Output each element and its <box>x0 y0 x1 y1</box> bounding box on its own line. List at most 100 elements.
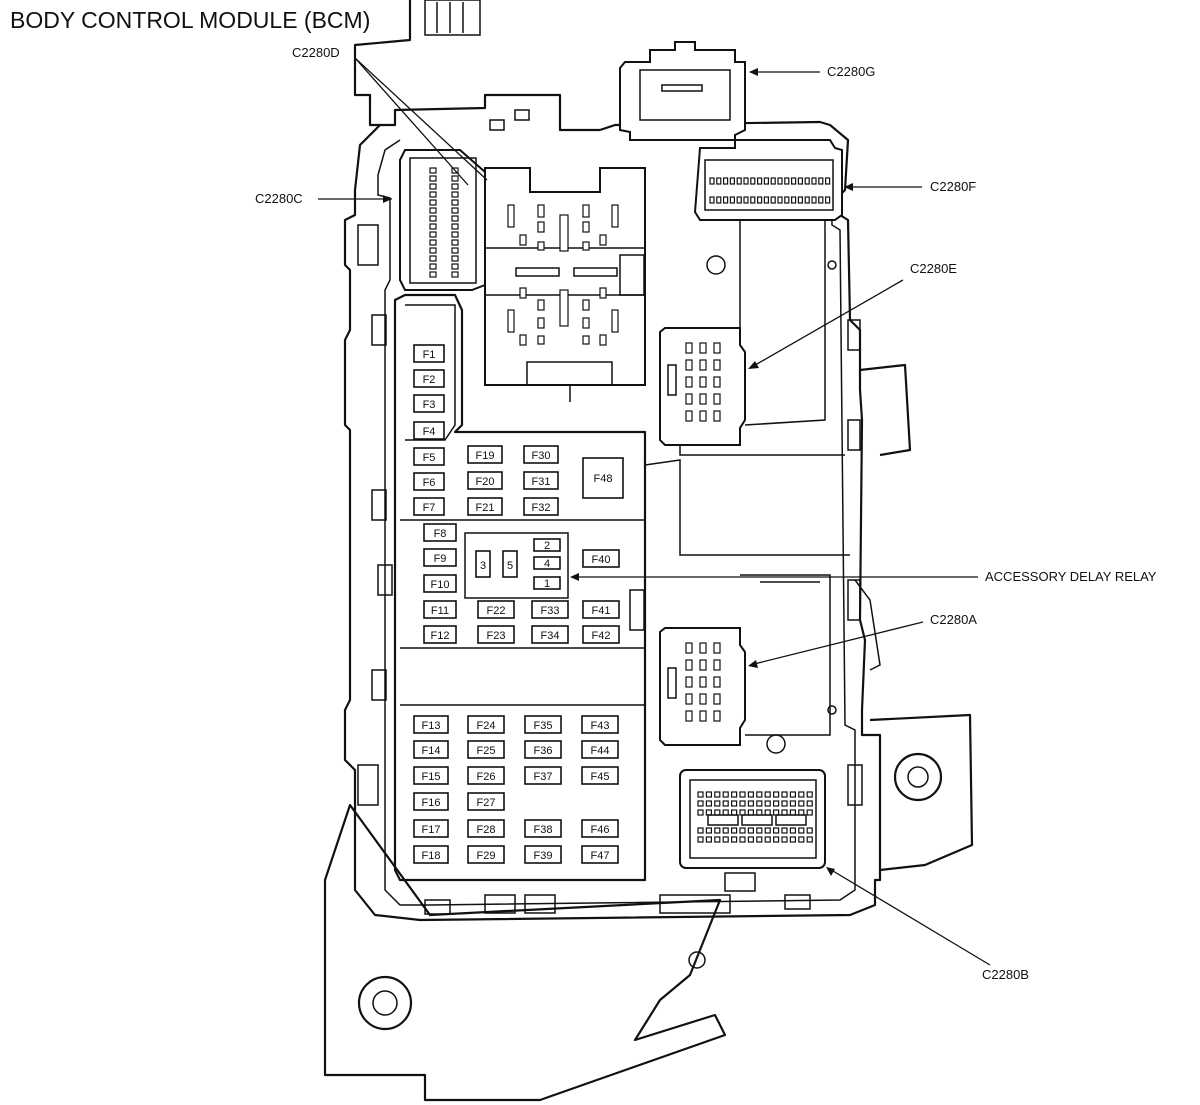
connector-cavity <box>685 659 693 671</box>
connector-cavity <box>730 791 738 798</box>
connector-cavity <box>611 204 619 228</box>
fuse-label: F24 <box>477 720 496 732</box>
connector-cavity <box>699 393 707 405</box>
connector-cavity <box>685 676 693 688</box>
connector-cavity <box>764 836 771 843</box>
connector-cavity <box>763 177 770 185</box>
fuse-label: F43 <box>591 720 610 732</box>
connector-cavity <box>722 827 729 834</box>
connector-cavity <box>730 836 738 843</box>
connector-cavity <box>537 204 545 218</box>
connector-cavity <box>777 177 783 185</box>
connector-cavity <box>709 196 715 204</box>
connector-cavity <box>713 342 721 354</box>
fuse-label: F16 <box>422 797 441 809</box>
connector-cavity <box>739 836 746 843</box>
fuse-label: F6 <box>423 477 436 489</box>
fuse-label: F1 <box>423 349 436 361</box>
connector-cavity <box>797 177 804 185</box>
fuse-label: F48 <box>594 473 613 485</box>
fuse-label: F42 <box>592 630 611 642</box>
fuse-label: F37 <box>534 771 553 783</box>
fuse-label: F44 <box>591 745 610 757</box>
connector-cavity <box>716 196 722 204</box>
label-c2280a: C2280A <box>930 612 977 627</box>
connector-cavity <box>705 836 713 843</box>
fuse-label: F19 <box>476 450 495 462</box>
connector-cavity <box>429 215 437 222</box>
fuse-label: F8 <box>434 528 447 540</box>
connector-cavity <box>824 177 831 185</box>
connector-cavity <box>806 800 813 807</box>
fuse-group: F1 F2 F3 F4 F5 F6 F7 F8 F9 F10 F11 F12 F… <box>413 344 624 864</box>
connector-cavity <box>790 196 797 204</box>
fuse-label: F5 <box>423 452 436 464</box>
c2280c-connector <box>399 149 486 291</box>
connector-cavity <box>451 239 459 246</box>
connector-cavity <box>699 710 707 722</box>
connector-cavity <box>697 827 704 834</box>
connector-cavity <box>824 196 831 204</box>
fuse-label: F12 <box>431 630 450 642</box>
connector-cavity <box>736 177 742 185</box>
accessory-delay-relay: 3 5 2 4 1 <box>475 538 561 590</box>
c2280g-connector <box>619 41 746 141</box>
connector-cavity <box>429 247 437 254</box>
connector-cavity <box>789 836 797 843</box>
connector-cavity <box>713 659 721 671</box>
connector-cavity <box>705 800 713 807</box>
fuse-label: F30 <box>532 450 551 462</box>
connector-cavity <box>714 800 721 807</box>
connector-cavity <box>756 196 763 204</box>
connector-cavity <box>756 836 763 843</box>
connector-cavity <box>451 247 459 254</box>
connector-cavity <box>685 693 693 705</box>
connector-cavity <box>729 177 736 185</box>
connector-cavity <box>781 800 788 807</box>
c2280a-connector <box>659 574 831 746</box>
connector-cavity <box>730 827 738 834</box>
connector-cavity <box>818 196 824 204</box>
connector-cavity <box>451 215 459 222</box>
fuse-label: F10 <box>431 579 450 591</box>
fuse-label: F27 <box>477 797 496 809</box>
fuse-label: F39 <box>534 850 553 862</box>
connector-cavity <box>789 827 797 834</box>
connector-cavity <box>772 800 780 807</box>
connector-cavity <box>722 791 729 798</box>
connector-cavity <box>781 791 788 798</box>
connector-cavity <box>713 359 721 371</box>
connector-cavity <box>806 809 813 816</box>
fuse-panel <box>393 293 850 882</box>
connector-cavity <box>716 177 722 185</box>
connector-cavity <box>772 827 780 834</box>
connector-cavity <box>429 167 437 174</box>
c2280d-connector <box>484 167 646 402</box>
connector-cavity <box>713 642 721 654</box>
connector-cavity <box>811 177 817 185</box>
connector-cavity <box>730 800 738 807</box>
connector-cavity <box>747 836 755 843</box>
connector-cavity <box>713 376 721 388</box>
connector-cavity <box>582 317 590 329</box>
connector-cavity <box>519 334 527 346</box>
connector-cavity <box>750 196 756 204</box>
connector-cavity <box>764 827 771 834</box>
connector-cavity <box>699 359 707 371</box>
connector-cavity <box>713 710 721 722</box>
connector-cavity <box>722 196 729 204</box>
connector-cavity <box>784 196 790 204</box>
connector-cavity <box>451 263 459 270</box>
connector-cavity <box>429 263 437 270</box>
label-c2280d: C2280D <box>292 45 340 60</box>
fuse-label: F13 <box>422 720 441 732</box>
connector-cavity <box>537 317 545 329</box>
connector-cavity <box>756 791 763 798</box>
connector-cavity <box>429 239 437 246</box>
fuse-label: F33 <box>541 605 560 617</box>
connector-cavity <box>747 827 755 834</box>
connector-cavity <box>507 309 515 333</box>
fuse-label: F28 <box>477 824 496 836</box>
relay-terminal-2: 2 <box>544 540 550 552</box>
connector-cavity <box>451 207 459 214</box>
